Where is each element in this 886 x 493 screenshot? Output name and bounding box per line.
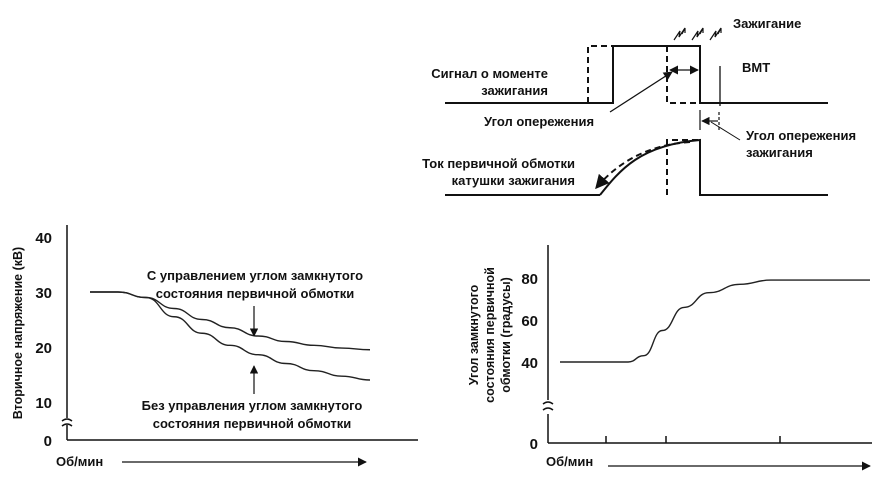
- right-y-tick-label: 0: [530, 436, 538, 453]
- right-y-tick-label: 60: [521, 313, 538, 330]
- advance-pointer: [609, 71, 673, 113]
- right-chart: 80 60 40 0 Угол замкнутого состояния первич…: [467, 245, 872, 471]
- left-chart: 40 30 20 10 0 Вторичное напряжение (кВ) Об/м…: [11, 225, 418, 469]
- left-y-tick-label: 30: [35, 285, 52, 302]
- series-with-control-label-2: состояния первичной обмотки: [156, 286, 355, 301]
- left-series: [90, 291, 371, 381]
- advance-angle-label: Угол опережения: [484, 114, 594, 129]
- right-y-tick-label: 40: [521, 355, 538, 372]
- ign-advance-label-1: Угол опережения: [746, 128, 856, 143]
- left-y-tick-label: 0: [44, 433, 52, 450]
- left-y-tick-label: 20: [35, 340, 52, 357]
- ignition-signal-dashed-fall: [666, 46, 700, 104]
- right-y-axis-label-1: Угол замкнутого: [467, 284, 481, 385]
- timing-labels: Зажигание Сигнал о моменте зажигания ВМТ…: [422, 16, 856, 188]
- right-y-tick-label: 80: [521, 271, 538, 288]
- current-label-2: катушки зажигания: [452, 173, 575, 188]
- current-dashed-curve: [666, 139, 700, 195]
- left-y-axis-label: Вторичное напряжение (кВ): [11, 247, 25, 419]
- ign-advance-label-2: зажигания: [746, 145, 813, 160]
- right-y-ticks: 80 60 40 0: [521, 271, 538, 453]
- ignition-label: Зажигание: [733, 16, 801, 31]
- series-without-control-line: [90, 291, 371, 381]
- bmt-label: ВМТ: [742, 60, 770, 75]
- spark-icon: [673, 27, 722, 41]
- left-y-tick-label: 10: [35, 395, 52, 412]
- dwell-angle-line: [559, 279, 870, 363]
- signal-label-2: зажигания: [481, 83, 548, 98]
- timing-diagram: [445, 27, 828, 196]
- current-label-1: Ток первичной обмотки: [422, 156, 575, 171]
- right-series: [559, 279, 870, 363]
- left-y-tick-label: 40: [35, 230, 52, 247]
- series-without-control-label-1: Без управления углом замкнутого: [142, 398, 363, 413]
- current-advance-arrow: [595, 141, 691, 190]
- ign-advance-leader: [710, 121, 741, 141]
- left-axis-break-icon: [61, 418, 73, 427]
- right-x-axis-label: Об/мин: [546, 454, 593, 469]
- signal-label-1: Сигнал о моменте: [431, 66, 548, 81]
- left-y-ticks: 40 30 20 10 0: [35, 230, 52, 450]
- right-y-axis-label-3: обмотки (градусы): [499, 277, 513, 393]
- series-without-control-label-2: состояния первичной обмотки: [153, 416, 352, 431]
- ignition-signal-solid: [445, 45, 828, 104]
- right-y-axis-label-2: состояния первичной: [483, 267, 497, 403]
- ignition-signal-dashed: [587, 45, 613, 103]
- right-axis-break-icon: [542, 401, 554, 411]
- left-x-axis-label: Об/мин: [56, 454, 103, 469]
- series-with-control-label-1: С управлением углом замкнутого: [147, 268, 363, 283]
